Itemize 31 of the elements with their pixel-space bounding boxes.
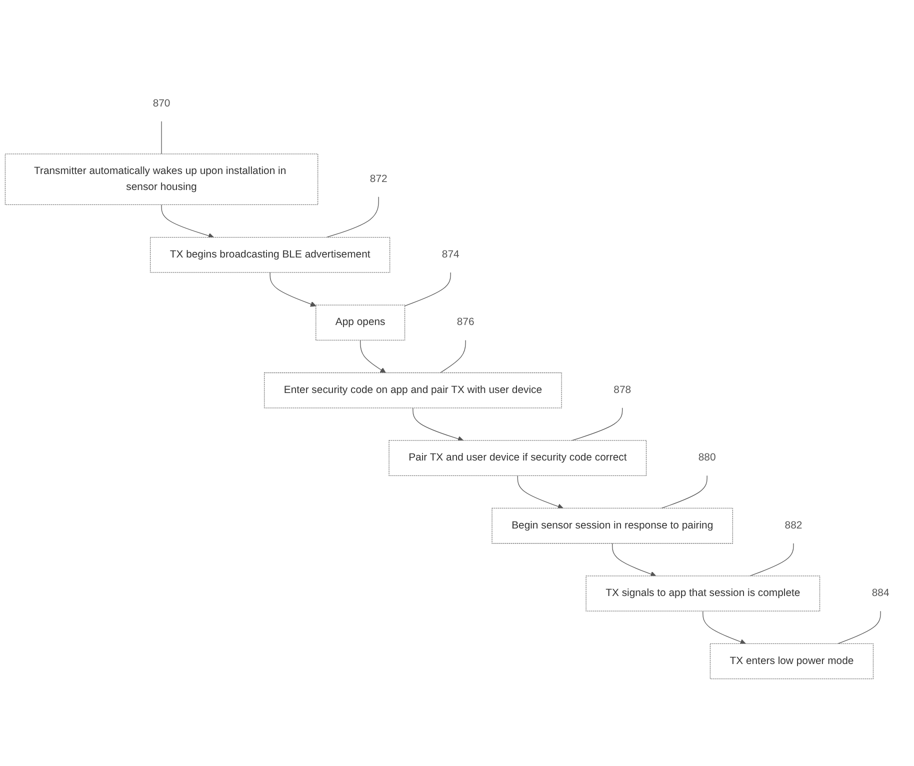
connector — [572, 408, 623, 442]
connector — [661, 476, 708, 509]
connector — [838, 611, 881, 644]
arrow — [360, 340, 386, 374]
node-box: Pair TX and user device if security code correct — [388, 440, 647, 476]
node-text: 876 — [456, 317, 474, 328]
node-text: 872 — [370, 174, 388, 186]
node-text: 880 — [698, 452, 716, 464]
node-box: App opens — [316, 305, 406, 341]
node-box: Enter security code on app and pair TX with user device — [264, 372, 562, 409]
arrow — [412, 408, 464, 442]
connector — [161, 122, 162, 155]
node-text: 884 — [872, 588, 890, 600]
arrow — [612, 544, 656, 578]
arrow — [702, 611, 746, 645]
connector — [404, 272, 451, 307]
node-text: 878 — [614, 384, 632, 396]
arrow — [161, 204, 214, 239]
connector — [750, 544, 794, 577]
node-text: 870 — [152, 98, 170, 110]
arrow — [517, 476, 564, 510]
connector — [326, 197, 379, 238]
node-text: 882 — [784, 520, 802, 532]
arrow — [270, 272, 316, 308]
node-box: TX begins broadcasting BLE advertisement — [150, 237, 390, 274]
node-text: 874 — [442, 249, 460, 261]
node-box: Begin sensor session in response to pairing — [492, 508, 733, 544]
node-box: Transmitter automatically wakes up upon installation in sensor housing — [4, 154, 318, 206]
node-box: TX signals to app that session is complete — [586, 576, 820, 612]
connector — [440, 340, 466, 374]
node-box: TX enters low power mode — [710, 644, 874, 680]
